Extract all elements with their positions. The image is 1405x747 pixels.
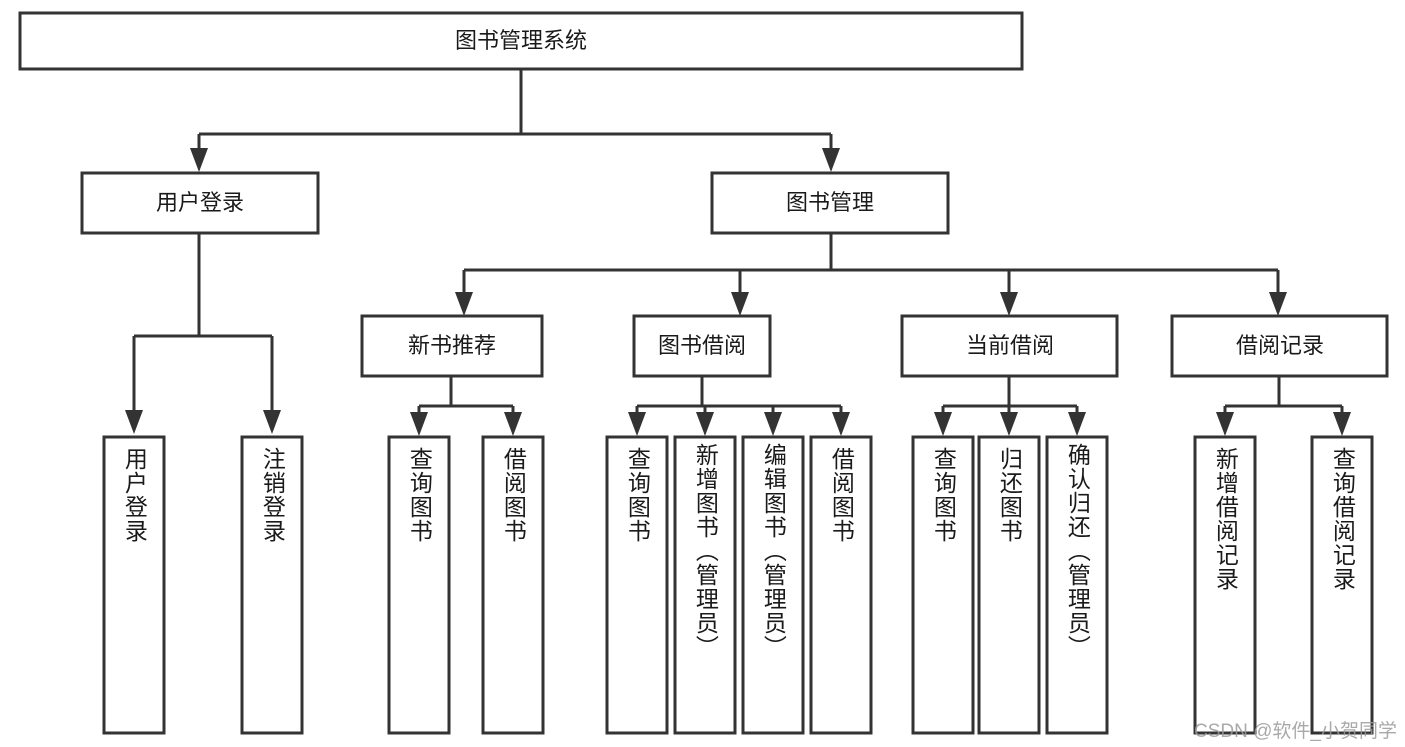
node-book-management-label: 图书管理 bbox=[786, 190, 874, 215]
node-new-book-recommend-box[interactable] bbox=[360, 314, 544, 378]
arrow-bb-l1 bbox=[628, 412, 646, 436]
arrow-bm-c3 bbox=[1000, 292, 1018, 316]
leaf-box-nb-query-book[interactable] bbox=[387, 435, 451, 735]
leaf-box-cb-return-book[interactable] bbox=[977, 435, 1041, 735]
leaf-box-br-query-record[interactable] bbox=[1310, 435, 1374, 735]
connector-book-mgmt-to-level3 bbox=[455, 233, 1287, 316]
leaf-box-br-add-record[interactable] bbox=[1193, 435, 1257, 735]
arrow-bb-l3 bbox=[764, 412, 782, 436]
arrow-bb-l4 bbox=[832, 412, 850, 436]
arrow-nb-l2 bbox=[504, 412, 522, 436]
arrow-bm-c4 bbox=[1269, 292, 1287, 316]
arrow-cb-l1 bbox=[934, 412, 952, 436]
arrow-br-l1 bbox=[1216, 412, 1234, 436]
leaf-box-cb-query-book[interactable] bbox=[911, 435, 975, 735]
leaf-box-bb-edit-book[interactable] bbox=[741, 435, 805, 735]
node-root[interactable]: 图书管理系统 bbox=[18, 11, 1024, 71]
leaf-box-bb-borrow-book[interactable] bbox=[809, 435, 873, 735]
connector-user-login-to-leaves bbox=[125, 233, 281, 434]
node-book-borrow-box[interactable] bbox=[632, 314, 772, 378]
connector-current-to-leaves bbox=[934, 376, 1086, 436]
arrow-to-book-mgmt bbox=[822, 148, 840, 172]
node-user-login-box[interactable] bbox=[80, 171, 320, 235]
node-book-borrow-label: 图书借阅 bbox=[658, 333, 746, 358]
node-new-book-recommend[interactable]: 新书推荐 bbox=[360, 314, 544, 378]
node-borrow-record-label: 借阅记录 bbox=[1236, 333, 1324, 358]
arrow-br-l2 bbox=[1333, 412, 1351, 436]
leaf-box-bb-add-book[interactable] bbox=[673, 435, 737, 735]
arrow-cb-l3 bbox=[1068, 412, 1086, 436]
connector-borrow-to-leaves bbox=[628, 376, 850, 436]
node-borrow-record-box[interactable] bbox=[1170, 314, 1389, 378]
arrow-bm-c1 bbox=[455, 292, 473, 316]
leaf-box-bb-query-book[interactable] bbox=[605, 435, 669, 735]
arrow-ul-leaf1 bbox=[125, 410, 143, 434]
node-book-management-box[interactable] bbox=[710, 171, 950, 235]
node-root-label: 图书管理系统 bbox=[455, 28, 587, 53]
node-book-management[interactable]: 图书管理 bbox=[710, 171, 950, 235]
node-user-login[interactable]: 用户登录 bbox=[80, 171, 320, 235]
node-borrow-record[interactable]: 借阅记录 bbox=[1170, 314, 1389, 378]
leaf-boxes bbox=[102, 435, 1374, 735]
connector-record-to-leaves bbox=[1216, 376, 1351, 436]
leaf-box-cb-confirm-return[interactable] bbox=[1045, 435, 1109, 735]
node-current-borrow[interactable]: 当前借阅 bbox=[900, 314, 1119, 378]
connector-root-to-level2 bbox=[190, 70, 840, 172]
node-current-borrow-box[interactable] bbox=[900, 314, 1119, 378]
leaf-box-logout[interactable] bbox=[240, 435, 304, 735]
node-current-borrow-label: 当前借阅 bbox=[966, 333, 1054, 358]
node-book-borrow[interactable]: 图书借阅 bbox=[632, 314, 772, 378]
watermark-text: CSDN @软件_小贺同学 bbox=[1194, 721, 1397, 742]
node-root-box[interactable] bbox=[18, 11, 1024, 71]
arrow-to-user-login bbox=[190, 148, 208, 172]
arrow-cb-l2 bbox=[1000, 412, 1018, 436]
arrow-bb-l2 bbox=[696, 412, 714, 436]
arrow-bm-c2 bbox=[731, 292, 749, 316]
node-user-login-label: 用户登录 bbox=[156, 190, 244, 215]
leaf-box-nb-borrow-book[interactable] bbox=[481, 435, 545, 735]
connector-newbook-to-leaves bbox=[410, 376, 522, 436]
node-new-book-recommend-label: 新书推荐 bbox=[408, 333, 496, 358]
arrow-ul-leaf2 bbox=[263, 410, 281, 434]
arrow-nb-l1 bbox=[410, 412, 428, 436]
leaf-box-user-login[interactable] bbox=[102, 435, 166, 735]
